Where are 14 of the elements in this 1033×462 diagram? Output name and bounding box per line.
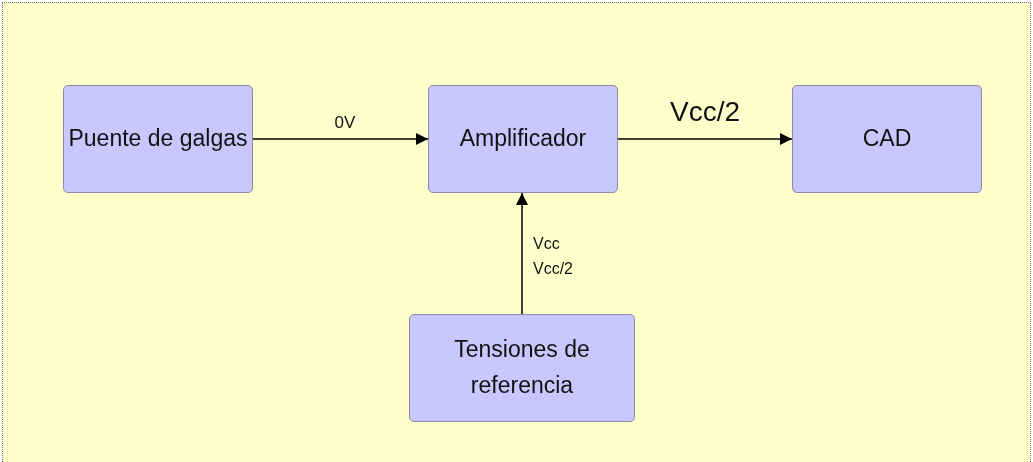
edge-label: Vcc/2 — [669, 95, 741, 129]
arrow — [252, 133, 429, 145]
edge-label: 0V — [333, 112, 357, 134]
process-box — [409, 314, 635, 422]
box-label: Tensiones de referencia — [453, 335, 591, 400]
box-label: Puente de galgas — [68, 124, 248, 154]
edge-label: Vcc Vcc/2 — [533, 234, 574, 279]
box-label: CAD — [862, 124, 912, 154]
process-box — [63, 85, 253, 193]
box-label: Amplificador — [459, 124, 587, 154]
process-box — [428, 85, 618, 193]
process-box — [792, 85, 982, 193]
arrow — [617, 133, 793, 145]
arrow — [516, 192, 528, 315]
